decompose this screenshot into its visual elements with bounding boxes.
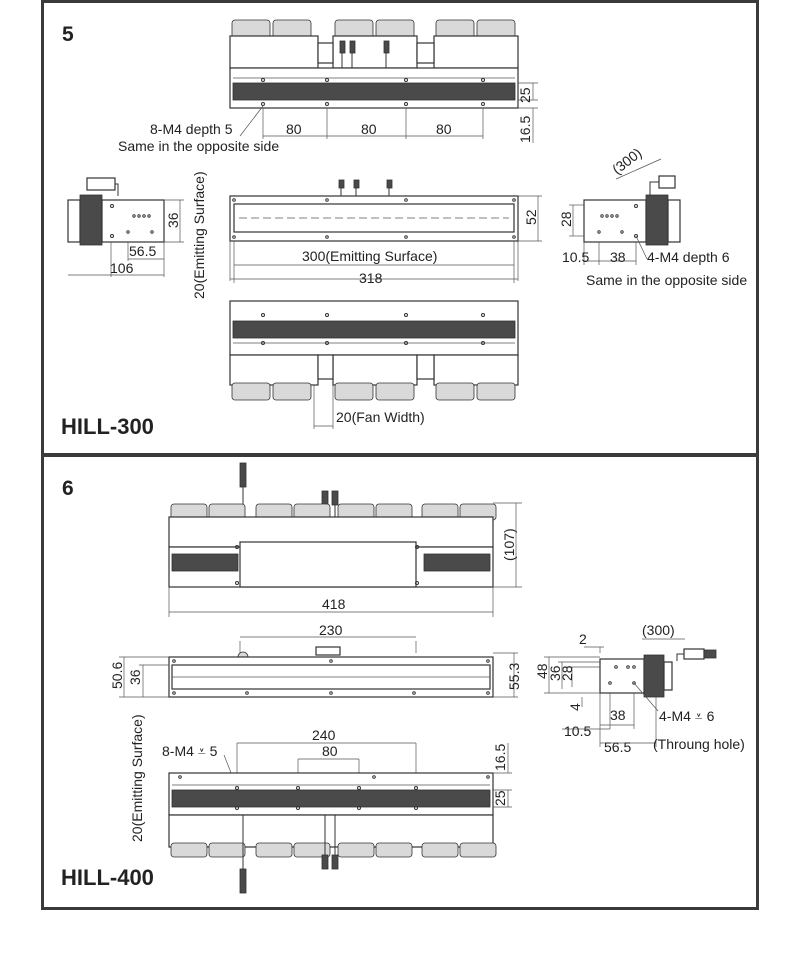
dim-16-5: 16.5 — [517, 116, 533, 143]
emitting-surface-vertical: 20(Emitting Surface) — [191, 171, 207, 299]
dim-240: 240 — [312, 727, 336, 743]
model-name: HILL-300 — [61, 414, 154, 439]
dim-318: 318 — [359, 270, 383, 286]
fan-width-label: 20(Fan Width) — [336, 409, 425, 425]
m4-depth-6-label: 4-M4 depth 6 — [647, 249, 730, 265]
same-opposite-side-label: Same in the opposite side — [118, 138, 279, 154]
dim-38-right: 38 — [610, 249, 626, 265]
dim-25-bottom: 25 — [492, 790, 508, 806]
dim-106: 106 — [110, 260, 134, 276]
dim-56-5-side: 56.5 — [604, 739, 631, 755]
hill-300-drawing: 25 16.5 80 80 80 8-M4 depth 5 Same in th… — [67, 19, 747, 429]
dim-28-side: 28 — [559, 665, 575, 681]
dim-418: 418 — [322, 596, 346, 612]
dim-36-front: 36 — [127, 669, 143, 685]
side-view: 2 (300) 48 36 28 4 — [534, 622, 745, 755]
pitch-80-b: 80 — [361, 121, 377, 137]
dim-48: 48 — [534, 663, 550, 679]
pitch-80-c: 80 — [436, 121, 452, 137]
left-side-view: 36 56.5 106 20(Emitting Surface) — [67, 171, 207, 299]
dim-36-left: 36 — [165, 212, 181, 228]
drawing-panel-hill-300: 5 HILL-300 — [41, 0, 759, 456]
dim-300-cable: (300) — [609, 145, 645, 178]
dim-230: 230 — [319, 622, 343, 638]
dim-10-5-side: 10.5 — [564, 723, 591, 739]
figure-number: 6 — [62, 477, 74, 500]
dim-300-cable-400: (300) — [642, 622, 675, 638]
top-view: (107) 418 — [168, 462, 522, 617]
hill-400-drawing: (107) 418 230 50.6 3 — [109, 462, 745, 894]
front-view: 230 50.6 36 55.3 20(Emitting Surface) — [109, 622, 522, 842]
emitting-surface-vertical-400: 20(Emitting Surface) — [129, 714, 145, 842]
same-opposite-side-right: Same in the opposite side — [586, 272, 747, 288]
dim-80: 80 — [322, 743, 338, 759]
m4-through-5-label: 8-M4 ⩡ 5 — [162, 743, 218, 759]
dim-4: 4 — [567, 703, 583, 711]
bottom-view: 20(Fan Width) — [229, 300, 519, 429]
figure-number: 5 — [62, 23, 74, 46]
dim-52: 52 — [523, 209, 539, 225]
dim-55-3: 55.3 — [506, 663, 522, 690]
pitch-80-a: 80 — [286, 121, 302, 137]
dim-28: 28 — [558, 211, 574, 227]
dim-2: 2 — [579, 631, 587, 647]
model-name: HILL-400 — [61, 865, 154, 890]
dim-56-5-left: 56.5 — [129, 243, 156, 259]
drawing-panel-hill-400: 6 HILL-400 — [41, 454, 759, 910]
dim-107: (107) — [501, 528, 517, 561]
dim-36-side: 36 — [547, 665, 563, 681]
bottom-view: 240 80 8-M4 ⩡ 5 16.5 25 — [162, 727, 512, 894]
dim-50-6: 50.6 — [109, 662, 125, 689]
emitting-surface-300: 300(Emitting Surface) — [302, 248, 437, 264]
right-side-view: (300) 28 10.5 38 4-M4 depth 6 Same in th… — [558, 145, 747, 288]
m4-depth-5-label: 8-M4 depth 5 — [150, 121, 233, 137]
dim-16-5-bottom: 16.5 — [492, 744, 508, 771]
front-view: 52 300(Emitting Surface) 318 — [229, 179, 542, 286]
m4-through-6-label: 4-M4 ⩡ 6 — [659, 708, 715, 724]
dim-10-5-right: 10.5 — [562, 249, 589, 265]
top-view: 25 16.5 80 80 80 8-M4 depth 5 Same in th… — [118, 19, 538, 154]
through-hole-label: (Throung hole) — [653, 736, 745, 752]
dim-25: 25 — [517, 87, 533, 103]
dim-38-side: 38 — [610, 707, 626, 723]
